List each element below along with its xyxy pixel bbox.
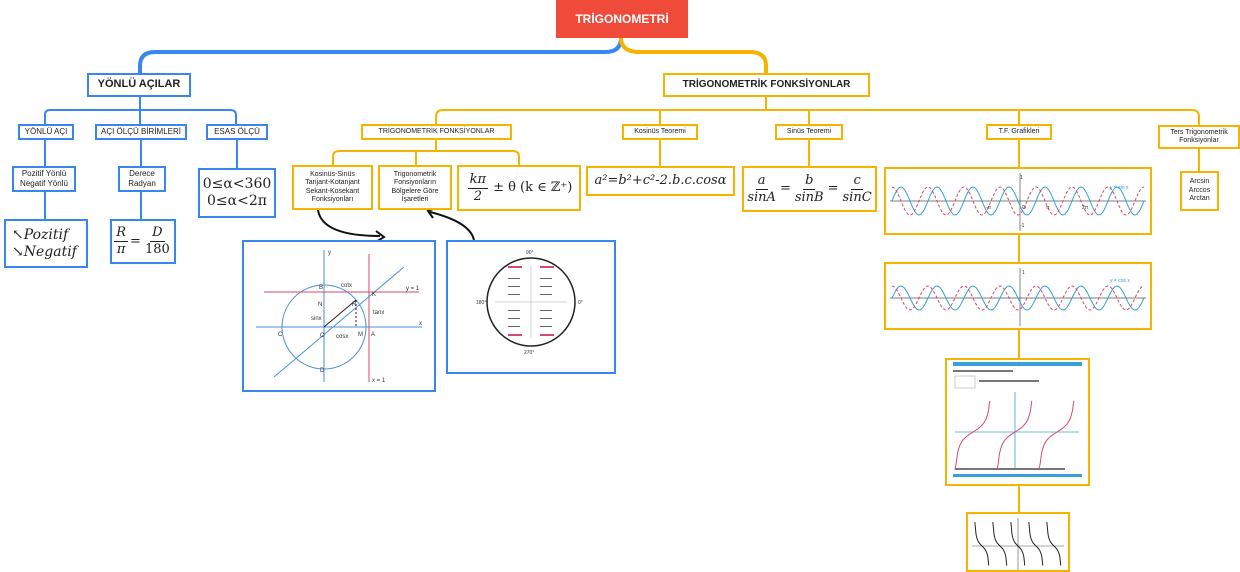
tan-graph [953, 362, 1082, 477]
sin-cos-graph: 1 -1 O π 2π -π y = sin x [890, 173, 1146, 231]
g2-legend: y = cos x [1110, 278, 1130, 284]
unit-circle-image[interactable]: y x B K N R O M A C D cotx sinx cosx tan… [242, 240, 436, 392]
sc-right: 0° [578, 300, 583, 306]
sin-cos-graph-image[interactable]: 1 -1 O π 2π -π y = sin x [884, 167, 1152, 235]
tf-grafikleri-node[interactable]: T.F. Grafikleri [986, 124, 1052, 140]
uc-y-label: y [328, 250, 331, 256]
pozitif-negatif-leaf[interactable]: ↖Pozitif↘Negatif [4, 219, 88, 268]
g1-pi: π [1046, 205, 1050, 211]
kosinus-teoremi-node[interactable]: Kosinüs Teoremi [622, 124, 698, 140]
sinus-teoremi-node[interactable]: Sinüs Teoremi [775, 124, 843, 140]
uc-xline: x = 1 [372, 378, 386, 384]
uc-B: B [319, 285, 323, 291]
esas-olcu-node[interactable]: ESAS ÖLÇÜ [206, 124, 268, 140]
yonlu-acilar-node[interactable]: YÖNLÜ AÇILAR [87, 73, 191, 97]
uc-tanx: tanx [373, 310, 384, 316]
root-topic[interactable]: TRİGONOMETRİ [556, 0, 688, 38]
sc-bottom: 270° [524, 350, 534, 356]
uc-M: M [358, 332, 363, 338]
g1-minus-one: -1 [1020, 223, 1025, 229]
g1-legend: y = sin x [1110, 185, 1129, 191]
kosinus-teoremi-formula[interactable]: a²=b²+c²-2.b.c.cosα [586, 166, 735, 196]
uc-O: O [320, 333, 325, 339]
uc-D: D [320, 368, 325, 374]
cos-graph: 1 y = cos x [890, 268, 1146, 326]
g1-two-pi: 2π [1082, 205, 1089, 211]
g2-one: 1 [1022, 270, 1025, 276]
trig-fonksiyonlar-node[interactable]: TRİGONOMETRİK FONKSİYONLAR [663, 73, 870, 97]
sc-left: 180° [476, 300, 486, 306]
uc-C: C [278, 332, 283, 338]
yonlu-aci-node[interactable]: YÖNLÜ AÇI [18, 124, 74, 140]
uc-y1: y = 1 [406, 286, 420, 292]
uc-cosx: cosx [336, 334, 348, 340]
g1-one: 1 [1020, 175, 1023, 181]
sc-top: 90° [526, 250, 534, 256]
uc-A: A [371, 332, 375, 338]
cot-graph [972, 518, 1064, 570]
sign-circle-diagram: 90° 270° 180° 0° [476, 250, 583, 356]
unit-circle-diagram: y x B K N R O M A C D cotx sinx cosx tan… [256, 250, 422, 384]
sign-circle-image[interactable]: 90° 270° 180° 0° [446, 240, 616, 374]
g1-minus-pi: -π [986, 205, 992, 211]
uc-sinx: sinx [311, 316, 322, 322]
uc-cotx: cotx [341, 283, 352, 289]
uc-N: N [318, 302, 322, 308]
uc-R: R [352, 302, 357, 308]
g1-origin: O [1022, 205, 1026, 211]
root-label: TRİGONOMETRİ [575, 11, 669, 26]
cos-graph-image[interactable]: 1 y = cos x [884, 262, 1152, 330]
cot-graph-image[interactable] [966, 512, 1070, 572]
uc-x-label: x [419, 321, 422, 327]
aci-olcu-birimleri-node[interactable]: AÇI ÖLÇÜ BİRİMLERİ [95, 124, 187, 140]
trig-fonksiyonlar-sub-node[interactable]: TRİGONOMETRİK FONKSİYONLAR [361, 124, 512, 140]
uc-K: K [372, 292, 376, 298]
tan-graph-image[interactable] [945, 358, 1090, 486]
yonlu-acilar-label: YÖNLÜ AÇILAR [97, 78, 181, 91]
